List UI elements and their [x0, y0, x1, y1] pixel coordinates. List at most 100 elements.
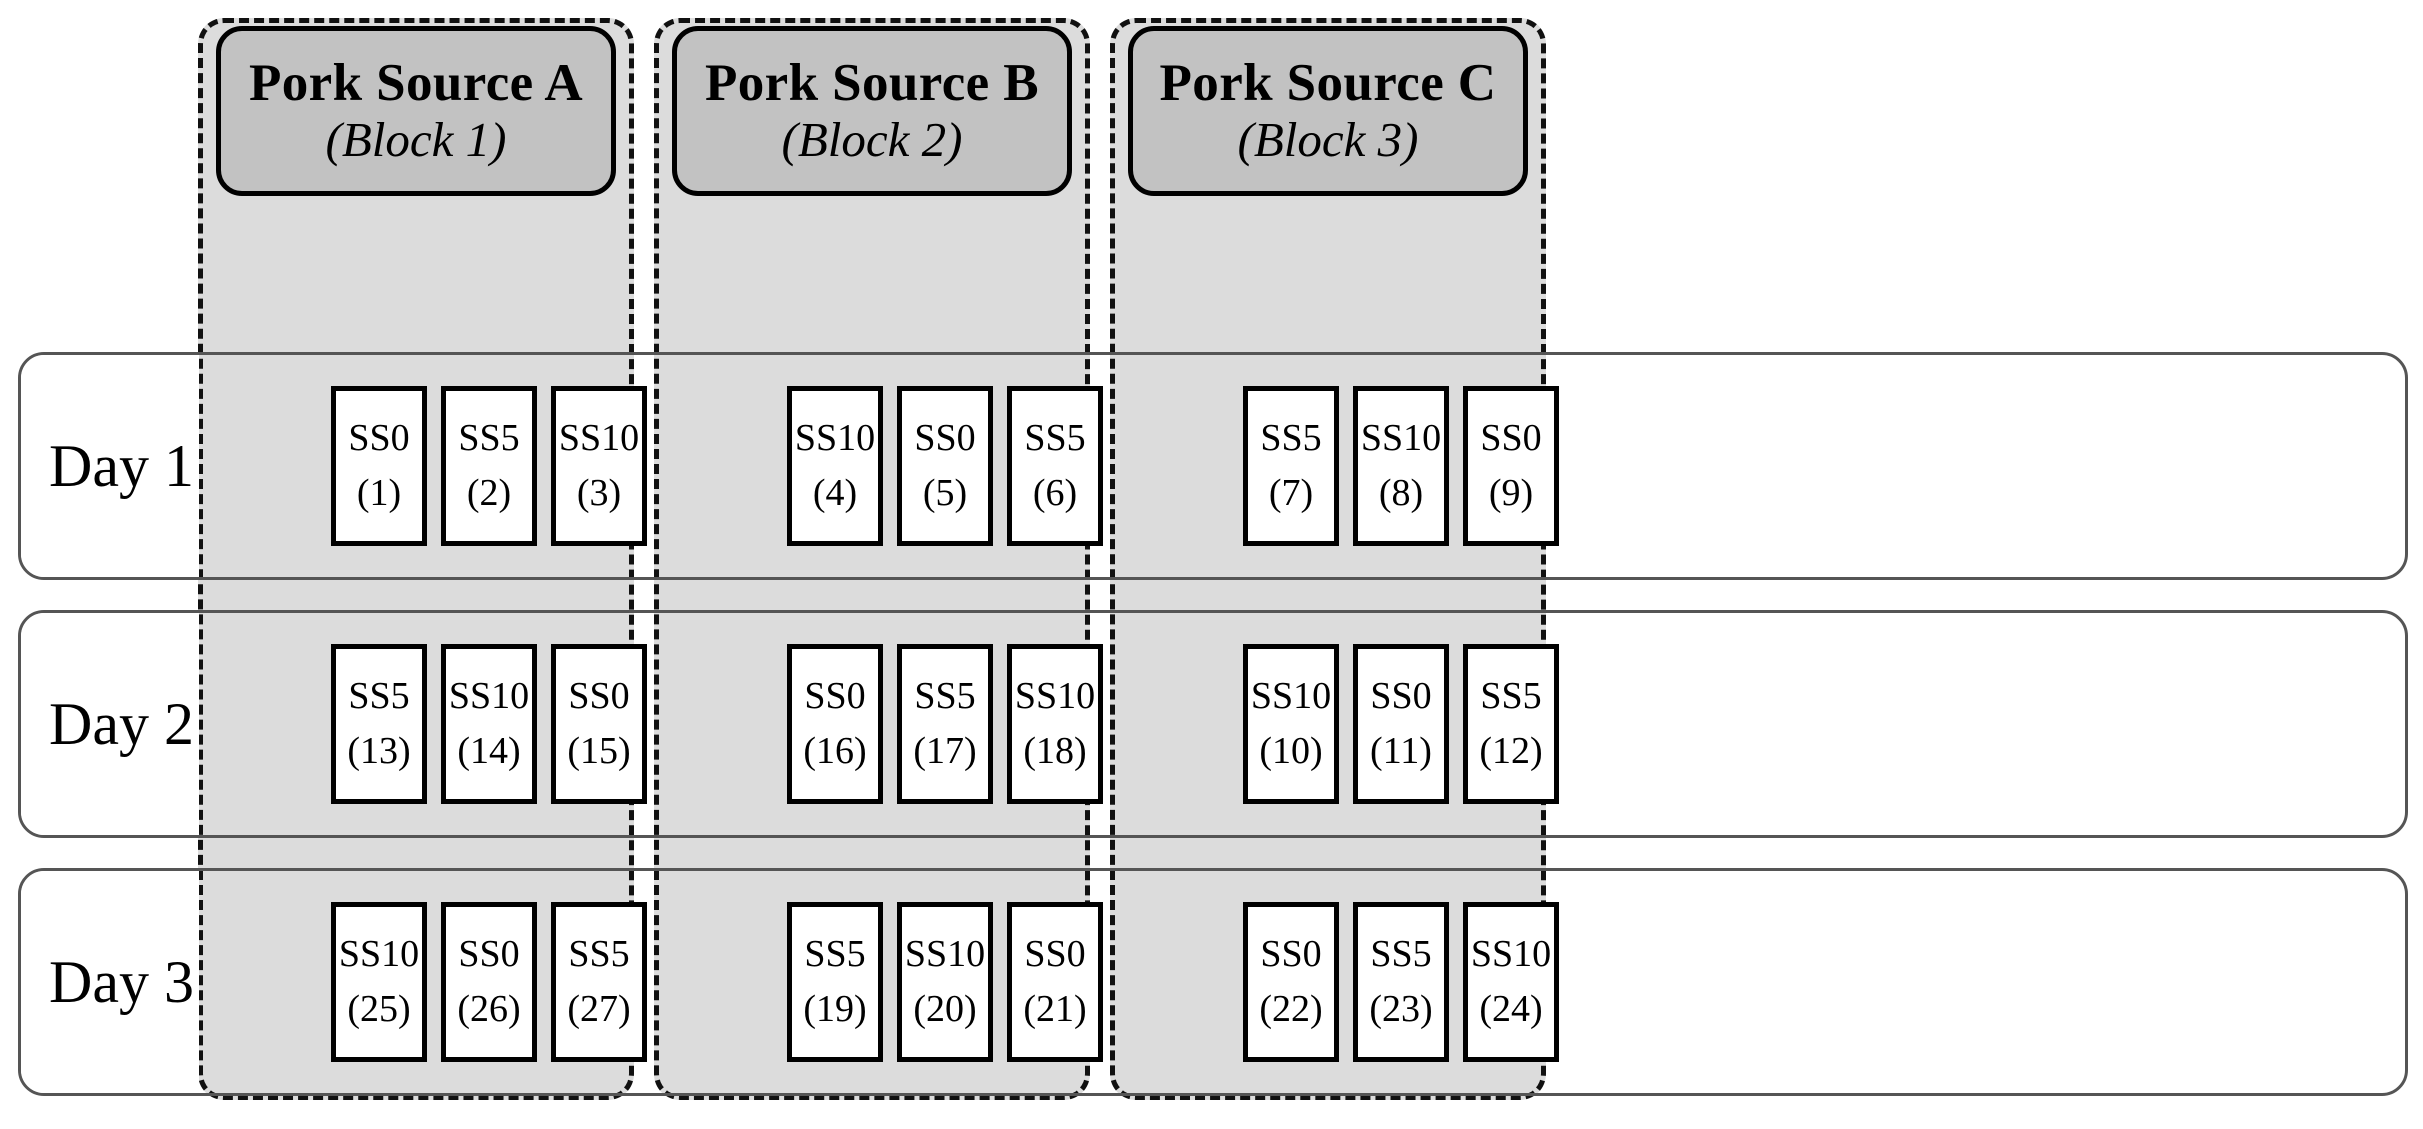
cell-treatment: SS10	[448, 675, 530, 718]
cell-id: (13)	[347, 730, 411, 772]
cell-id: (26)	[457, 988, 521, 1030]
cell-id: (15)	[567, 730, 631, 772]
cell-treatment: SS5	[1480, 675, 1542, 718]
day-3-block-1-cells: SS10 (25) SS0 (26) SS5 (27)	[331, 871, 647, 1093]
cell-id: (2)	[466, 472, 512, 514]
cell-treatment: SS0	[458, 933, 520, 976]
day-2-block-2-cells: SS0 (16) SS5 (17) SS10 (18)	[787, 613, 1103, 835]
day-label-background-1	[21, 355, 199, 577]
cell-treatment: SS5	[458, 417, 520, 460]
block-subtitle-2: (Block 2)	[781, 111, 963, 167]
day-3-block-3-cells: SS0 (22) SS5 (23) SS10 (24)	[1243, 871, 1559, 1093]
cell-treatment: SS0	[914, 417, 976, 460]
day-row-3: Day 3 SS10 (25) SS0 (26) SS5 (27) SS5 (1…	[18, 868, 2408, 1096]
cell-id: (21)	[1023, 988, 1087, 1030]
cell-id: (11)	[1370, 730, 1432, 772]
cell-treatment: SS5	[1260, 417, 1322, 460]
treatment-cell: SS5 (17)	[897, 644, 993, 804]
cell-treatment: SS5	[348, 675, 410, 718]
cell-id: (25)	[347, 988, 411, 1030]
treatment-cell: SS10 (14)	[441, 644, 537, 804]
cell-treatment: SS5	[568, 933, 630, 976]
day-label-3: Day 3	[49, 948, 194, 1015]
cell-treatment: SS10	[338, 933, 420, 976]
day-1-block-1-cells: SS0 (1) SS5 (2) SS10 (3)	[331, 355, 647, 577]
day-label-1: Day 1	[49, 432, 194, 499]
cell-id: (14)	[457, 730, 521, 772]
treatment-cell: SS10 (18)	[1007, 644, 1103, 804]
day-1-block-3-cells: SS5 (7) SS10 (8) SS0 (9)	[1243, 355, 1559, 577]
cell-id: (8)	[1378, 472, 1424, 514]
cell-treatment: SS10	[1470, 933, 1552, 976]
treatment-cell: SS5 (2)	[441, 386, 537, 546]
block-header-3: Pork Source C (Block 3)	[1128, 26, 1528, 196]
treatment-cell: SS5 (19)	[787, 902, 883, 1062]
cell-treatment: SS10	[904, 933, 986, 976]
treatment-cell: SS10 (10)	[1243, 644, 1339, 804]
block-subtitle-3: (Block 3)	[1237, 111, 1419, 167]
treatment-cell: SS10 (3)	[551, 386, 647, 546]
cell-id: (22)	[1259, 988, 1323, 1030]
treatment-cell: SS5 (6)	[1007, 386, 1103, 546]
treatment-cell: SS0 (15)	[551, 644, 647, 804]
treatment-cell: SS10 (4)	[787, 386, 883, 546]
cell-id: (16)	[803, 730, 867, 772]
cell-id: (27)	[567, 988, 631, 1030]
treatment-cell: SS5 (27)	[551, 902, 647, 1062]
treatment-cell: SS0 (9)	[1463, 386, 1559, 546]
cell-treatment: SS0	[568, 675, 630, 718]
treatment-cell: SS10 (24)	[1463, 902, 1559, 1062]
treatment-cell: SS0 (1)	[331, 386, 427, 546]
day-label-background-3	[21, 871, 199, 1093]
treatment-cell: SS0 (22)	[1243, 902, 1339, 1062]
cell-id: (5)	[922, 472, 968, 514]
cell-id: (4)	[812, 472, 858, 514]
day-3-block-2-cells: SS5 (19) SS10 (20) SS0 (21)	[787, 871, 1103, 1093]
treatment-cell: SS5 (23)	[1353, 902, 1449, 1062]
cell-treatment: SS5	[1370, 933, 1432, 976]
treatment-cell: SS10 (25)	[331, 902, 427, 1062]
treatment-cell: SS0 (21)	[1007, 902, 1103, 1062]
day-row-1: Day 1 SS0 (1) SS5 (2) SS10 (3) SS10 (4) …	[18, 352, 2408, 580]
cell-treatment: SS0	[804, 675, 866, 718]
cell-treatment: SS10	[558, 417, 640, 460]
block-header-1: Pork Source A (Block 1)	[216, 26, 616, 196]
cell-id: (9)	[1488, 472, 1534, 514]
block-title-1: Pork Source A	[249, 54, 583, 113]
day-1-block-2-cells: SS10 (4) SS0 (5) SS5 (6)	[787, 355, 1103, 577]
treatment-cell: SS10 (20)	[897, 902, 993, 1062]
day-row-2: Day 2 SS5 (13) SS10 (14) SS0 (15) SS0 (1…	[18, 610, 2408, 838]
cell-id: (17)	[913, 730, 977, 772]
cell-treatment: SS0	[1370, 675, 1432, 718]
cell-id: (3)	[576, 472, 622, 514]
block-title-2: Pork Source B	[705, 54, 1039, 113]
treatment-cell: SS0 (16)	[787, 644, 883, 804]
cell-treatment: SS0	[1260, 933, 1322, 976]
cell-treatment: SS10	[1014, 675, 1096, 718]
day-label-2: Day 2	[49, 690, 194, 757]
treatment-cell: SS5 (7)	[1243, 386, 1339, 546]
cell-id: (7)	[1268, 472, 1314, 514]
treatment-cell: SS10 (8)	[1353, 386, 1449, 546]
day-label-background-2	[21, 613, 199, 835]
treatment-cell: SS0 (26)	[441, 902, 537, 1062]
block-title-3: Pork Source C	[1159, 54, 1497, 113]
block-subtitle-1: (Block 1)	[325, 111, 507, 167]
cell-id: (19)	[803, 988, 867, 1030]
cell-id: (1)	[356, 472, 402, 514]
cell-id: (12)	[1479, 730, 1543, 772]
cell-treatment: SS5	[804, 933, 866, 976]
cell-id: (24)	[1479, 988, 1543, 1030]
cell-id: (6)	[1032, 472, 1078, 514]
treatment-cell: SS0 (5)	[897, 386, 993, 546]
cell-treatment: SS0	[1480, 417, 1542, 460]
day-2-block-3-cells: SS10 (10) SS0 (11) SS5 (12)	[1243, 613, 1559, 835]
cell-id: (20)	[913, 988, 977, 1030]
day-2-block-1-cells: SS5 (13) SS10 (14) SS0 (15)	[331, 613, 647, 835]
treatment-cell: SS5 (12)	[1463, 644, 1559, 804]
cell-treatment: SS5	[914, 675, 976, 718]
cell-treatment: SS0	[1024, 933, 1086, 976]
cell-id: (10)	[1259, 730, 1323, 772]
cell-treatment: SS10	[1250, 675, 1332, 718]
